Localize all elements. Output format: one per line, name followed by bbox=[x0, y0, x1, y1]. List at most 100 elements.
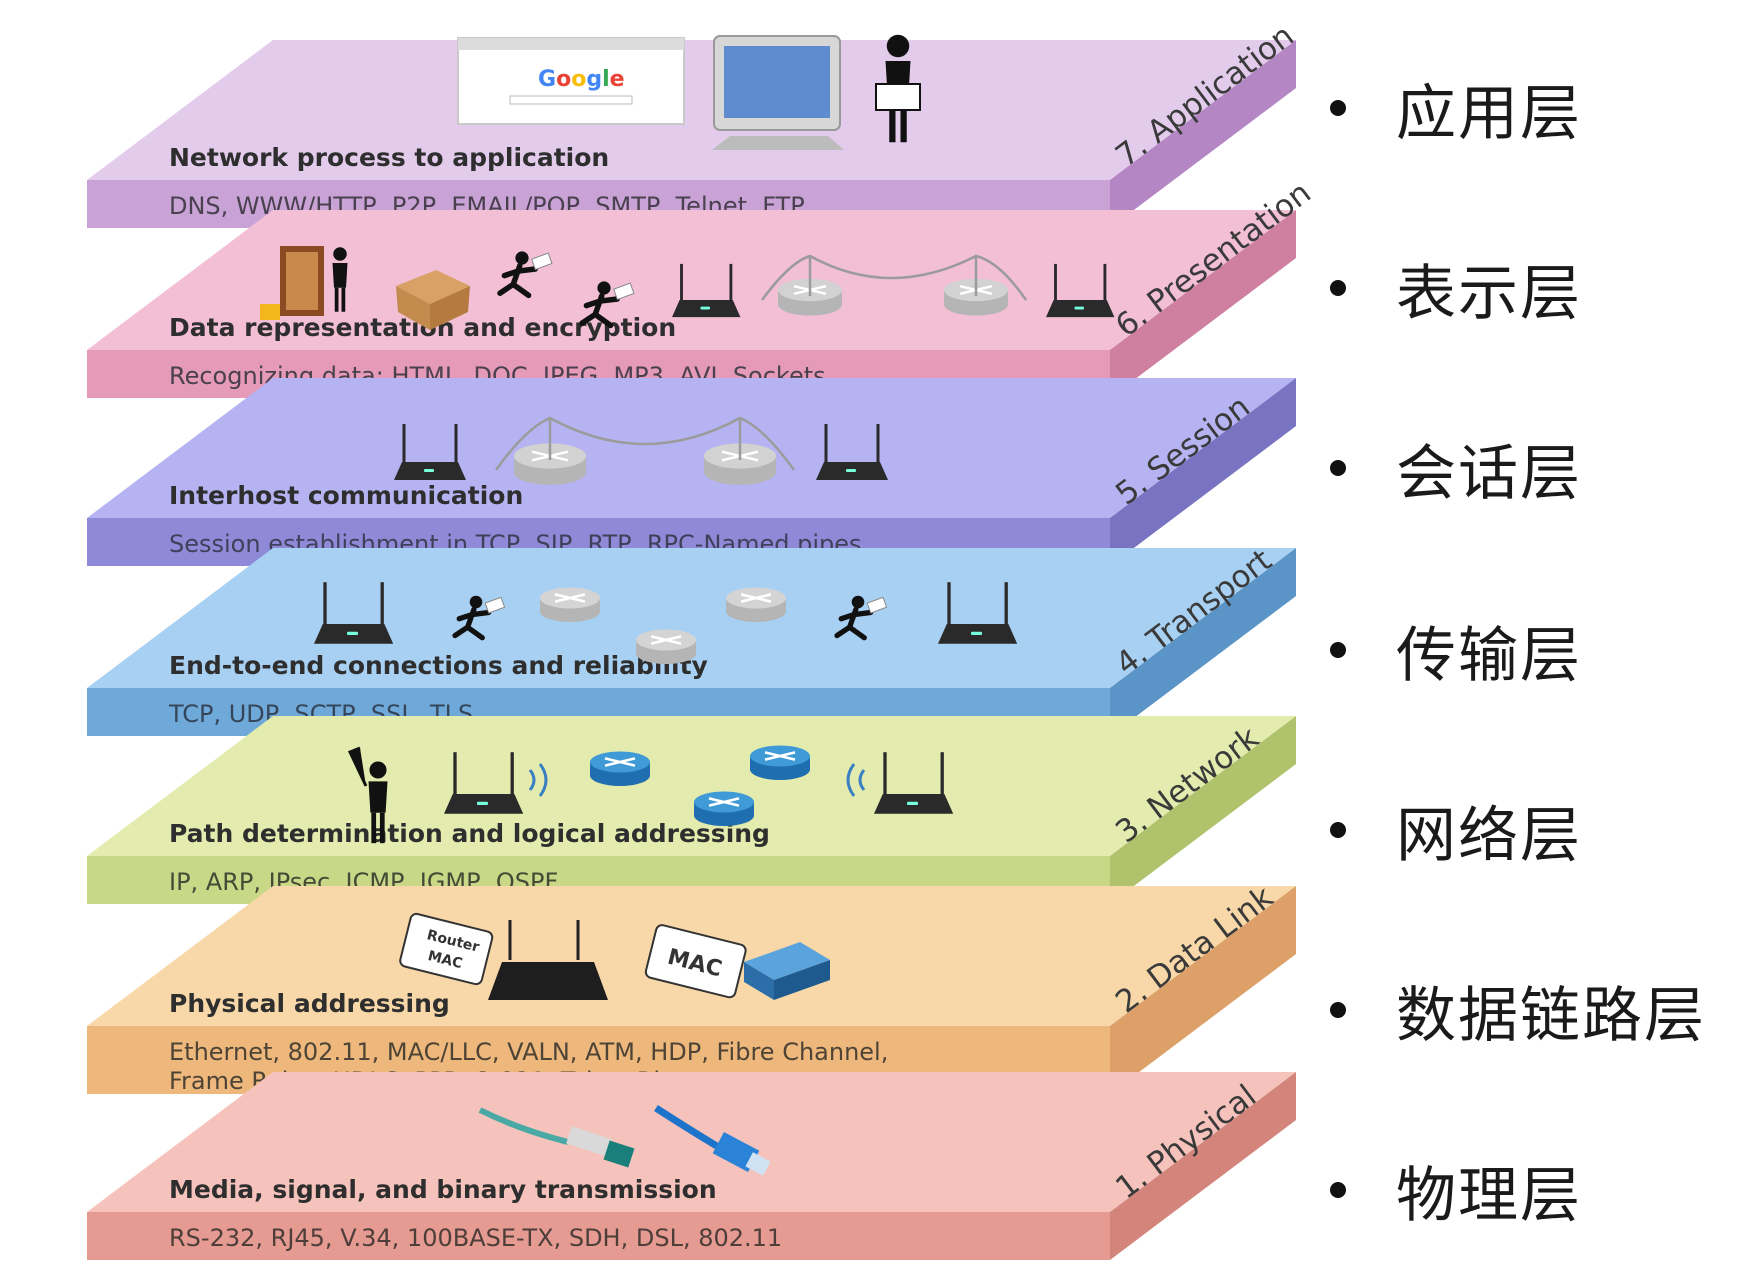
layer-side-face bbox=[1110, 1072, 1296, 1260]
envelope-icon bbox=[613, 282, 635, 301]
physical-icons bbox=[478, 1105, 771, 1176]
bridge-icon bbox=[494, 416, 796, 471]
layer-title: End-to-end connections and reliability bbox=[169, 651, 708, 680]
monitor-screen-icon bbox=[724, 46, 830, 118]
router-led-icon bbox=[1074, 306, 1084, 310]
session-icons bbox=[394, 416, 888, 485]
cn-label-application: 应用层 bbox=[1396, 78, 1582, 149]
arrows-icon bbox=[650, 635, 682, 645]
cn-label-presentation: 表示层 bbox=[1396, 258, 1582, 329]
wifi-waves-icon bbox=[528, 763, 548, 797]
layer-side-face bbox=[1110, 40, 1296, 228]
layer-side-face bbox=[1110, 378, 1296, 566]
router-led-icon bbox=[846, 469, 856, 472]
cn-item-network: 网络层 bbox=[1330, 790, 1582, 871]
layer-protocols: RS-232, RJ45, V.34, 100BASE-TX, SDH, DSL… bbox=[169, 1224, 782, 1252]
browser-toolbar-icon bbox=[458, 38, 684, 50]
layer-presentation: Data representation and encryptionRecogn… bbox=[87, 175, 1318, 398]
cn-item-transport: 传输层 bbox=[1330, 610, 1582, 691]
bullet-icon bbox=[1330, 100, 1346, 116]
flag-icon bbox=[347, 746, 368, 787]
layer-top-face bbox=[87, 378, 1296, 518]
bridge-icon bbox=[760, 254, 1028, 301]
bullet-icon bbox=[1330, 280, 1346, 296]
person-head-icon bbox=[369, 761, 387, 779]
tag-shape-icon bbox=[399, 912, 494, 986]
person-head-icon bbox=[886, 34, 910, 58]
rj45-tip-icon bbox=[745, 1152, 771, 1176]
arrows-icon bbox=[604, 757, 636, 767]
wifi-waves-icon bbox=[846, 763, 866, 797]
envelope-icon bbox=[866, 596, 888, 614]
browser-search-box-icon bbox=[509, 95, 633, 105]
cn-item-datalink: 数据链路层 bbox=[1330, 970, 1706, 1051]
layer-top-face bbox=[87, 40, 1296, 180]
bullet-icon bbox=[1330, 642, 1346, 658]
layer-physical: Media, signal, and binary transmissionRS… bbox=[87, 1072, 1296, 1260]
runner-head-icon bbox=[469, 595, 483, 609]
layer-side-face bbox=[1110, 716, 1296, 904]
fiber-connector-icon bbox=[566, 1126, 612, 1157]
runner-icon bbox=[452, 606, 492, 641]
bullet-icon bbox=[1330, 1182, 1346, 1198]
network-icons bbox=[347, 745, 954, 844]
presentation-icons bbox=[260, 246, 1115, 330]
arrows-icon bbox=[740, 593, 772, 603]
layer-side-face bbox=[1110, 548, 1296, 736]
person-leg-icon bbox=[889, 102, 896, 143]
layer-front-face bbox=[87, 1212, 1110, 1260]
transport-icons bbox=[314, 582, 1018, 664]
ethernet-cable-icon bbox=[654, 1105, 722, 1152]
box-top-icon bbox=[396, 270, 470, 304]
router-icon bbox=[488, 962, 608, 1000]
cn-item-application: 应用层 bbox=[1330, 68, 1582, 149]
layer-title: Media, signal, and binary transmission bbox=[169, 1175, 717, 1204]
person-leg-icon bbox=[371, 812, 377, 844]
keyboard-icon bbox=[712, 136, 844, 150]
cabinet-door-icon bbox=[286, 252, 318, 310]
layer-title: Path determination and logical addressin… bbox=[169, 819, 770, 848]
cn-label-session: 会话层 bbox=[1396, 438, 1582, 509]
bullet-icon bbox=[1330, 460, 1346, 476]
cn-label-transport: 传输层 bbox=[1396, 620, 1582, 691]
fiber-tip-icon bbox=[603, 1140, 635, 1168]
rj45-connector-icon bbox=[712, 1132, 760, 1172]
layer-top-face bbox=[87, 210, 1296, 350]
envelope-icon bbox=[875, 83, 921, 111]
padlock-icon bbox=[260, 304, 280, 320]
layer-top-face bbox=[87, 716, 1296, 856]
runner-head-icon bbox=[851, 595, 865, 609]
runner-icon bbox=[834, 606, 874, 641]
router-led-icon bbox=[477, 801, 488, 805]
cn-label-physical: 物理层 bbox=[1396, 1160, 1582, 1231]
switch-front-icon bbox=[774, 960, 830, 1000]
runner-icon bbox=[579, 292, 620, 329]
person-head-icon bbox=[333, 247, 347, 261]
envelope-icon bbox=[484, 596, 506, 614]
cn-item-presentation: 表示层 bbox=[1330, 248, 1582, 329]
switch-top-icon bbox=[744, 942, 830, 980]
cn-item-session: 会话层 bbox=[1330, 428, 1582, 509]
arrows-icon bbox=[708, 797, 740, 807]
router-led-icon bbox=[424, 469, 434, 472]
chinese-layer-list: 应用层 表示层 会话层 传输层 网络层 数据链路层 物理层 bbox=[1330, 0, 1730, 1282]
bullet-icon bbox=[1330, 1002, 1346, 1018]
switch-side-icon bbox=[744, 962, 774, 1000]
layer-side-face bbox=[1110, 886, 1296, 1094]
browser-brand-logo: Google bbox=[538, 67, 625, 92]
runner-head-icon bbox=[597, 281, 611, 295]
arrows-icon bbox=[764, 751, 796, 761]
runner-head-icon bbox=[515, 251, 529, 265]
runner-icon bbox=[497, 262, 538, 299]
person-body-icon bbox=[368, 781, 388, 813]
person-body-icon bbox=[332, 263, 348, 288]
arrows-icon bbox=[554, 593, 586, 603]
layer-title: Physical addressing bbox=[169, 989, 450, 1018]
cn-label-datalink: 数据链路层 bbox=[1396, 980, 1706, 1051]
